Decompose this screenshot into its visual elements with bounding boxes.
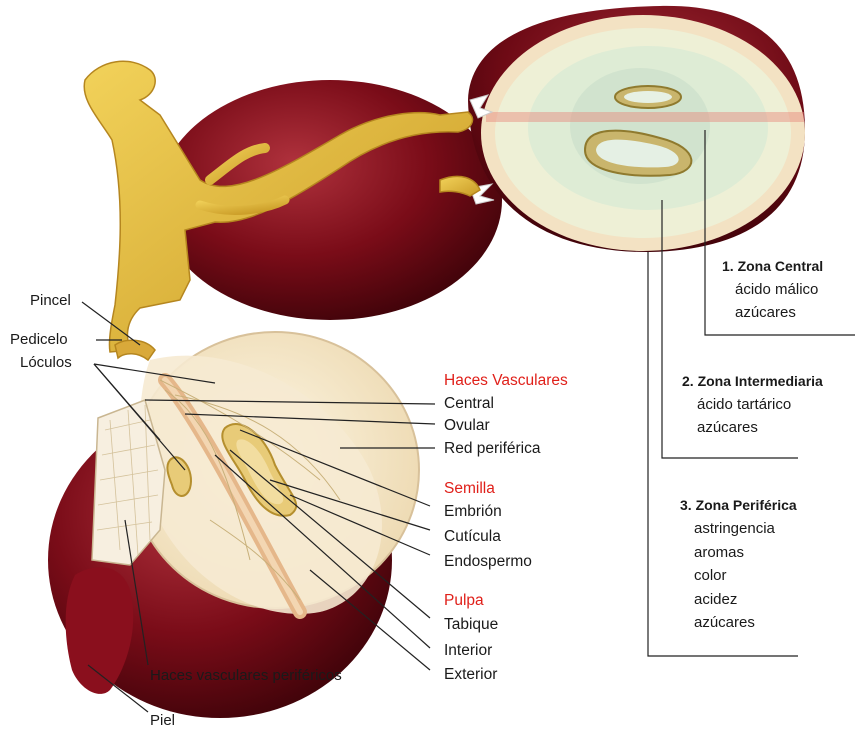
zone-periferica-item-3: color [694,568,727,583]
zone-intermediaria-item-1: ácido tartárico [697,397,791,412]
label-central: Central [444,396,494,412]
zone-intermediaria-item-2: azúcares [697,420,758,435]
zone-intermediaria-title: 2. Zona Intermediaria [682,374,823,388]
label-loculos: Lóculos [20,355,72,370]
right-cut-grape [468,6,805,252]
heading-semilla: Semilla [444,481,495,497]
label-pedicelo: Pedicelo [10,332,68,347]
zone-central-item-2: azúcares [735,305,796,320]
label-cuticula: Cutícula [444,529,501,545]
label-ovular: Ovular [444,418,490,434]
label-pincel: Pincel [30,293,71,308]
label-endospermo: Endospermo [444,554,532,570]
zone-central-item-1: ácido málico [735,282,818,297]
label-embrion: Embrión [444,504,502,520]
zone-periferica-item-2: aromas [694,545,744,560]
label-haces-perifericos: Haces vasculares periféricos [150,668,342,683]
zone-periferica-item-1: astringencia [694,521,775,536]
label-interior: Interior [444,643,492,659]
label-piel: Piel [150,713,175,728]
left-cut-grape [48,332,419,718]
heading-pulpa: Pulpa [444,593,484,609]
zone-periferica-title: 3. Zona Periférica [680,498,797,512]
label-tabique: Tabique [444,617,498,633]
zone-central-title: 1. Zona Central [722,259,823,273]
zone-periferica-item-5: azúcares [694,615,755,630]
zone-periferica-item-4: acidez [694,592,737,607]
label-exterior: Exterior [444,667,497,683]
label-red-periferica: Red periférica [444,441,541,457]
heading-haces-vasculares: Haces Vasculares [444,373,568,389]
